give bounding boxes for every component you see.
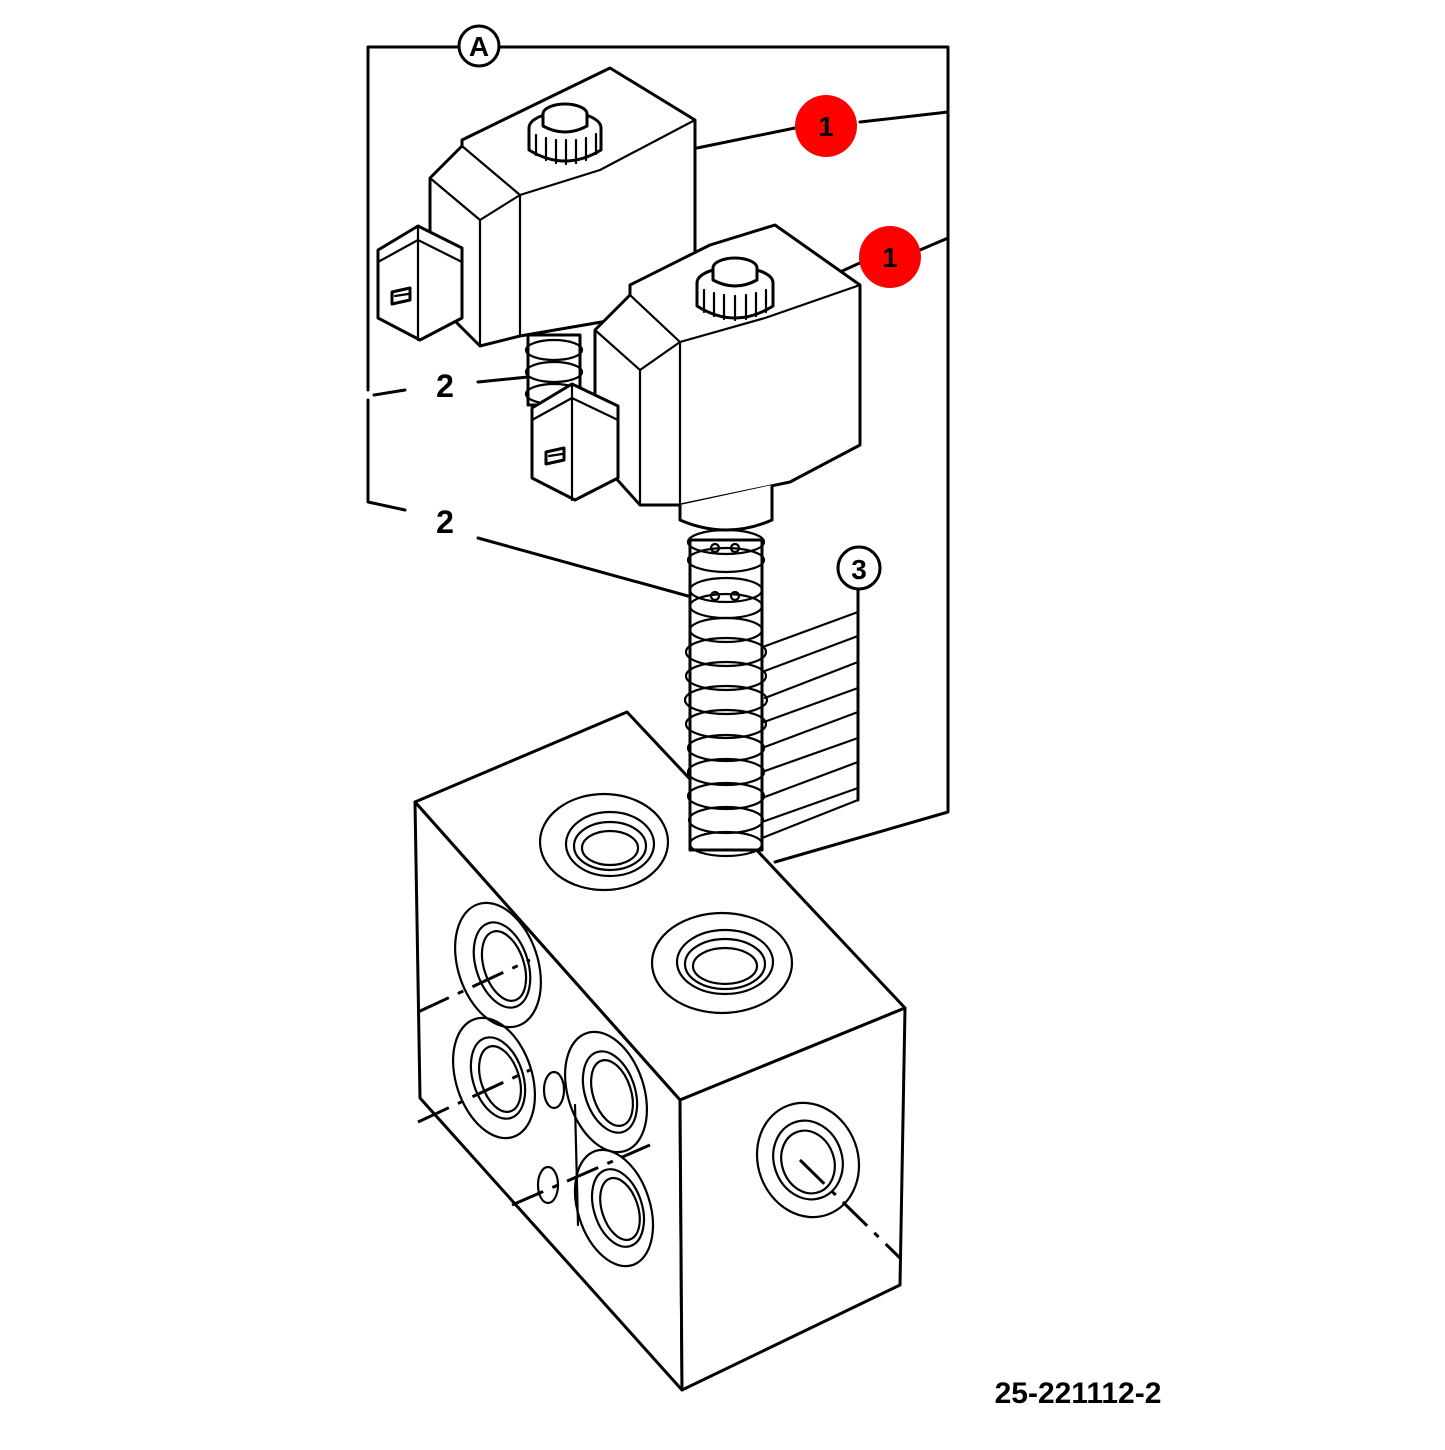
side-port-lower — [573, 1148, 655, 1268]
callout-1-lower: 1 — [859, 226, 921, 288]
seal-kit-bracket — [758, 586, 860, 840]
cartridge-front — [686, 528, 766, 852]
side-port-mid-right — [563, 1030, 649, 1154]
callout-a: A — [457, 24, 501, 68]
callout-1-upper: 1 — [795, 95, 857, 157]
solenoid-coil-front — [530, 223, 862, 532]
manifold-block — [413, 710, 907, 1392]
callout-1-lower-label: 1 — [882, 242, 898, 273]
figure-number: 25-221112-2 — [995, 1377, 1162, 1410]
assembly-bracket — [366, 45, 950, 864]
callout-2-upper-label: 2 — [436, 368, 454, 404]
callout-2-lower-label: 2 — [436, 504, 454, 540]
side-port-mid-left — [451, 1016, 537, 1140]
seal-rings — [683, 636, 769, 858]
solenoid-coil-rear — [376, 66, 697, 348]
callout-1-upper-label: 1 — [818, 111, 834, 142]
top-port-rear — [538, 792, 670, 892]
end-port — [755, 1101, 861, 1219]
callout-3: 3 — [836, 545, 882, 591]
pilot-hole-upper — [542, 1070, 566, 1110]
pilot-hole-lower — [536, 1165, 560, 1205]
callout-a-label: A — [469, 31, 489, 62]
leader-lines — [372, 126, 864, 598]
top-port-front — [650, 911, 794, 1015]
callout-3-label: 3 — [851, 554, 867, 585]
side-port-upper — [454, 901, 542, 1029]
